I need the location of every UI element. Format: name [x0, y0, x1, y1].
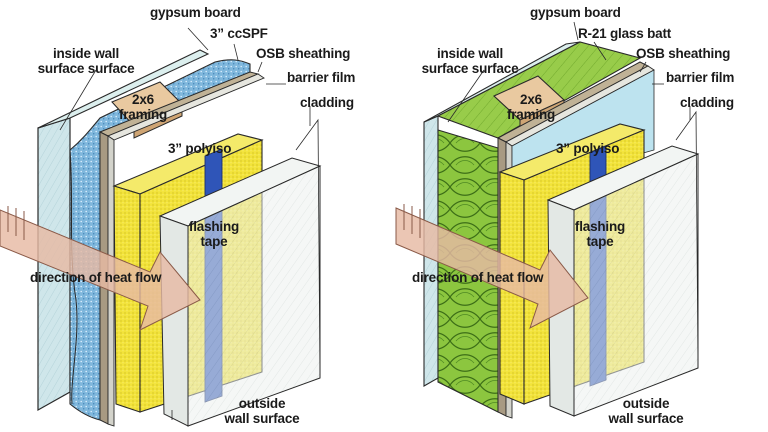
- left-label-flashing-tape: flashing tape: [182, 219, 246, 249]
- left-spray-foam: [69, 59, 251, 421]
- right-label-framing-line2: framing: [506, 107, 556, 122]
- left-leader-lines: [59, 27, 311, 131]
- left-label-inside-wall: inside wall surface surface: [28, 46, 144, 76]
- right-label-glass-batt: R-21 glass batt: [578, 26, 672, 41]
- right-label-framing: 2x6 framing: [496, 92, 566, 122]
- right-label-osb-sheathing: OSB sheathing: [636, 46, 731, 61]
- right-label-inside-line2: surface surface: [421, 61, 519, 76]
- right-leader-lines: [447, 21, 691, 123]
- left-label-heat-flow: direction of heat flow: [30, 270, 162, 285]
- left-cladding: [158, 118, 322, 427]
- left-label-cladding: cladding: [300, 95, 354, 110]
- right-label-outside-line2: wall surface: [608, 411, 684, 426]
- right-wall-assembly: [395, 21, 700, 419]
- left-label-outside-line1: outside: [238, 396, 286, 411]
- right-label-flashing-tape: flashing tape: [568, 219, 632, 249]
- right-label-flashing-line2: tape: [586, 234, 614, 249]
- right-cladding: [546, 110, 700, 417]
- left-label-barrier-film: barrier film: [287, 70, 356, 85]
- left-label-inside-line1: inside wall: [52, 46, 120, 61]
- right-heat-flow-arrow: [395, 204, 589, 330]
- left-wall-assembly: [0, 27, 322, 427]
- right-label-cladding: cladding: [680, 95, 734, 110]
- right-label-outside-wall: outside wall surface: [596, 396, 696, 426]
- right-label-flashing-line1: flashing: [574, 219, 626, 234]
- left-label-polyiso: 3” polyiso: [168, 141, 232, 156]
- left-label-spray-foam: 3” ccSPF: [210, 26, 268, 41]
- left-label-framing-line2: framing: [118, 107, 168, 122]
- left-label-osb-sheathing: OSB sheathing: [256, 46, 351, 61]
- left-label-framing: 2x6 framing: [108, 92, 178, 122]
- right-label-framing-line1: 2x6: [520, 92, 542, 107]
- right-label-inside-line1: inside wall: [436, 46, 504, 61]
- left-label-flashing-line1: flashing: [188, 219, 240, 234]
- right-label-inside-wall: inside wall surface surface: [412, 46, 528, 76]
- right-label-barrier-film: barrier film: [666, 70, 735, 85]
- right-label-polyiso: 3” polyiso: [556, 141, 620, 156]
- right-label-outside-line1: outside: [622, 396, 670, 411]
- left-label-inside-line2: surface surface: [37, 61, 135, 76]
- left-label-flashing-line2: tape: [200, 234, 228, 249]
- left-label-gypsum-board: gypsum board: [150, 5, 241, 20]
- left-label-outside-wall: outside wall surface: [212, 396, 312, 426]
- left-label-outside-line2: wall surface: [224, 411, 300, 426]
- right-label-gypsum-board: gypsum board: [530, 5, 621, 20]
- left-label-framing-line1: 2x6: [132, 92, 154, 107]
- right-label-heat-flow: direction of heat flow: [412, 270, 544, 285]
- left-heat-flow-arrow: [0, 206, 201, 331]
